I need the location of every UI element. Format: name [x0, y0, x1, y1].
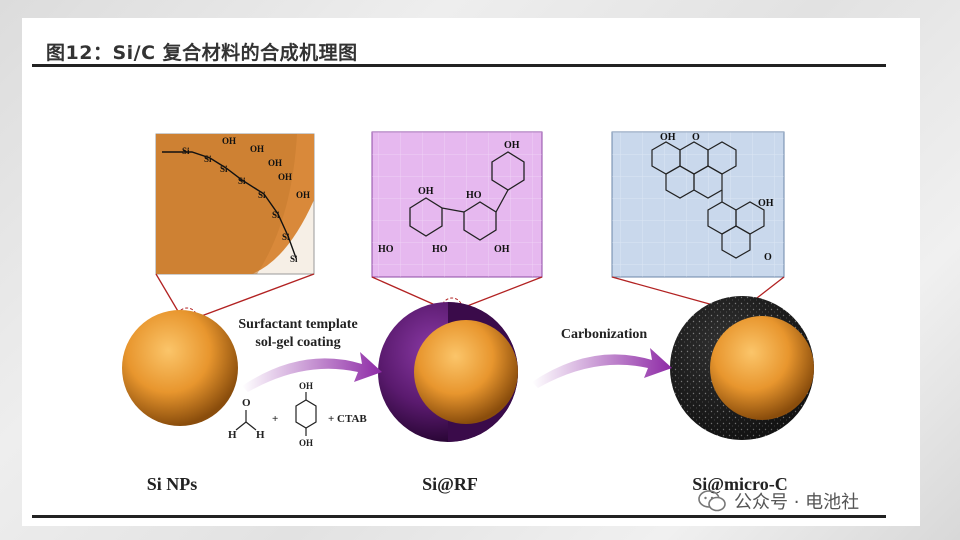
- oh-label: OH: [278, 172, 292, 182]
- ho-label: HO: [432, 244, 448, 255]
- inset-rf-resin: OH OH OH HO HO HO: [371, 131, 543, 319]
- si-label: Si: [204, 154, 212, 164]
- figure-title: 图12：Si/C 复合材料的合成机理图: [46, 42, 358, 64]
- oh-label: OH: [494, 244, 510, 255]
- oh-label: OH: [504, 140, 520, 151]
- si-nanoparticle-sphere: [122, 310, 238, 426]
- inset-si-surface: Si Si Si Si Si Si Si Si OH OH OH OH OH: [155, 133, 315, 329]
- bottom-rule: [32, 515, 886, 518]
- oh-label: OH: [296, 190, 310, 200]
- stage-label-si-micro-c: Si@micro-C: [692, 474, 787, 494]
- coating-label-line2: sol-gel coating: [255, 335, 340, 350]
- arrow-coating: [242, 352, 382, 392]
- si-label: Si: [182, 146, 190, 156]
- si-label: Si: [258, 190, 266, 200]
- plus-sign: +: [272, 413, 278, 425]
- inset-carbon: OH OH O O: [611, 131, 785, 319]
- reagents: O H H + OH OH + CTAB: [228, 381, 367, 448]
- oh-label: OH: [660, 132, 676, 143]
- stage-label-si-nps: Si NPs: [147, 474, 198, 494]
- watermark: 公众号 · 电池社: [698, 488, 859, 514]
- formaldehyde-h1: H: [228, 429, 237, 441]
- ctab-label: + CTAB: [328, 413, 367, 425]
- resorcinol-oh-bottom: OH: [299, 438, 313, 448]
- formaldehyde-h2: H: [256, 429, 265, 441]
- top-rule: [32, 64, 886, 67]
- si-rf-sphere: [378, 302, 518, 442]
- arrow-carbonization: [532, 348, 672, 388]
- stage-label-si-rf: Si@RF: [422, 474, 478, 494]
- si-label: Si: [238, 176, 246, 186]
- si-label: Si: [290, 254, 298, 264]
- oh-label: OH: [268, 158, 282, 168]
- o-label: O: [764, 252, 772, 263]
- oh-label: OH: [250, 144, 264, 154]
- si-label: Si: [272, 210, 280, 220]
- synthesis-diagram: Si Si Si Si Si Si Si Si OH OH OH OH OH: [122, 131, 814, 494]
- oh-label: OH: [758, 198, 774, 209]
- watermark-text: 公众号 · 电池社: [734, 492, 860, 513]
- si-label: Si: [220, 164, 228, 174]
- ho-label: HO: [378, 244, 394, 255]
- formaldehyde-o: O: [242, 397, 251, 409]
- oh-label: OH: [222, 136, 236, 146]
- si-label: Si: [282, 232, 290, 242]
- slide: 图12：Si/C 复合材料的合成机理图: [22, 18, 920, 526]
- oh-label: OH: [418, 186, 434, 197]
- coating-label-line1: Surfactant template: [238, 317, 357, 332]
- resorcinol-oh-top: OH: [299, 381, 313, 391]
- o-label: O: [692, 132, 700, 143]
- si-micro-c-sphere: [670, 296, 814, 440]
- ho-label: HO: [466, 190, 482, 201]
- wechat-icon: [698, 490, 726, 512]
- carbonization-label: Carbonization: [561, 327, 648, 342]
